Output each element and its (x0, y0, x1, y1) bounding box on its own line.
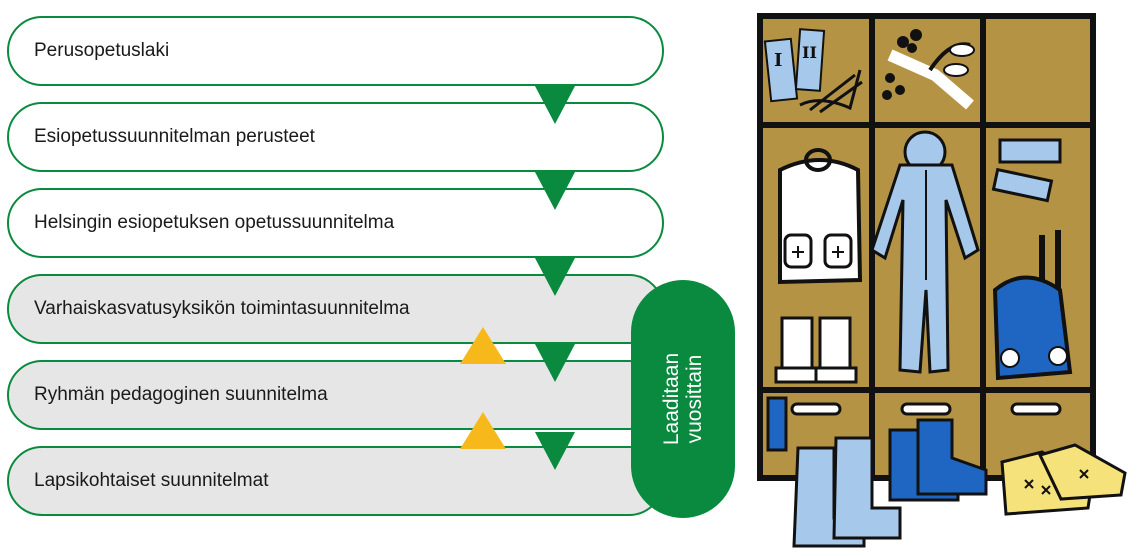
svg-text:I: I (774, 50, 782, 71)
plan-level-label: Lapsikohtaiset suunnitelmat (34, 470, 269, 491)
plan-level-toimintasuunnitelma: Varhaiskasvatusyksikön toimintasuunnitel… (7, 274, 664, 344)
snowsuit-icon (870, 130, 980, 374)
blue-backpack-icon (992, 275, 1073, 381)
plan-level-label: Helsingin esiopetuksen opetussuunnitelma (34, 212, 395, 233)
down-arrow-icon (535, 86, 575, 124)
backpack-icon (778, 148, 863, 285)
down-arrow-icon (535, 344, 575, 382)
plan-level-perusopetuslaki: Perusopetuslaki (7, 16, 664, 86)
sneakers-icon (1000, 443, 1127, 516)
craft-supplies-icon (882, 29, 975, 110)
pill-line-1: Laaditaan (660, 352, 683, 446)
skates-icon (991, 138, 1062, 300)
plan-level-label: Esiopetussuunnitelman perusteet (34, 126, 315, 147)
plan-level-label: Perusopetuslaki (34, 40, 170, 61)
down-arrow-icon (535, 432, 575, 470)
svg-text:II: II (802, 43, 817, 62)
book-icon: I II (763, 28, 863, 114)
rain-boots-icon (766, 396, 902, 548)
cabinet-illustration: I II (757, 13, 1127, 548)
up-arrow-icon (460, 327, 506, 364)
snow-boots-icon (774, 316, 858, 384)
plan-level-label: Ryhmän pedagoginen suunnitelma (34, 384, 328, 405)
annual-planning-label: Laaditaan vuosittain (660, 353, 706, 445)
winter-boots-icon (888, 418, 988, 502)
down-arrow-icon (535, 172, 575, 210)
plan-level-label: Varhaiskasvatusyksikön toimintasuunnitel… (34, 298, 410, 319)
pill-line-2: vuosittain (683, 354, 706, 444)
down-arrow-icon (535, 258, 575, 296)
annual-planning-pill: Laaditaan vuosittain (631, 280, 735, 518)
plan-level-helsingin-opetussuunnitelma: Helsingin esiopetuksen opetussuunnitelma (7, 188, 664, 258)
up-arrow-icon (460, 412, 506, 449)
